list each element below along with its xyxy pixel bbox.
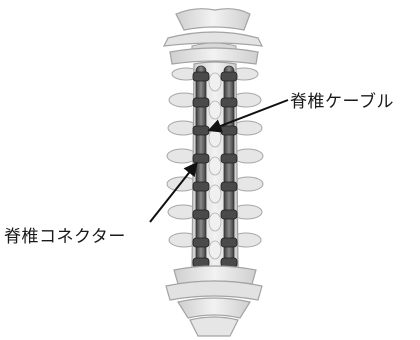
spinal-cable-label: 脊椎ケーブル bbox=[290, 87, 394, 112]
upper-vertebrae bbox=[164, 9, 262, 64]
spinal-connector-label: 脊椎コネクター bbox=[4, 222, 126, 247]
lower-vertebrae bbox=[166, 266, 262, 336]
